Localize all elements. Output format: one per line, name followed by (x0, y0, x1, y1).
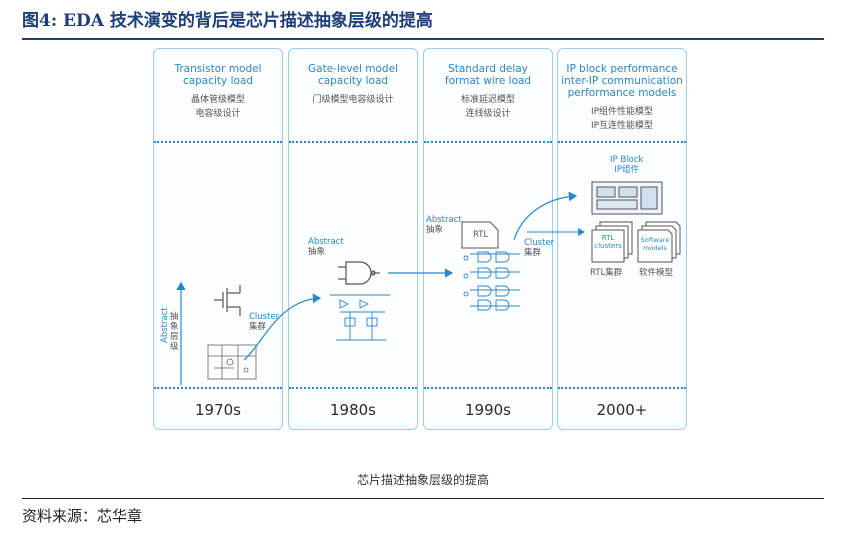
panel-subheading: 标准延迟模型 连线级设计 (424, 93, 552, 121)
heading-line: IP block performance (566, 63, 678, 75)
rtl-cluster-zh-label: RTL集群 (590, 268, 623, 278)
abstract-zh: 抽象 (308, 247, 326, 257)
gate-circuit-icon (330, 294, 390, 341)
bottom-rule (22, 498, 824, 499)
cluster-zh: 集群 (524, 248, 542, 258)
subheading-line: IP组件性能模型 (590, 107, 654, 117)
subheading-line: 晶体管级模型 (190, 95, 245, 105)
rtl-clusters-label: RTL clusters (591, 234, 625, 250)
panel-subheading: 门级模型电容级设计 (289, 93, 417, 107)
heading-line: capacity load (182, 75, 254, 87)
circuit-schematic-icon (207, 344, 257, 380)
cluster-zh: 集群 (249, 322, 267, 332)
divider-top (154, 141, 282, 143)
cluster-en: Cluster (524, 238, 555, 248)
subheading-line: 连线级设计 (465, 109, 511, 119)
cluster-en: Cluster (249, 312, 280, 322)
software-line: models (643, 244, 667, 252)
divider-bottom (154, 387, 282, 389)
panel-heading: Gate-level model capacity load (289, 63, 417, 87)
panel-heading: Standard delay format wire load (424, 63, 552, 87)
subheading-line: IP互连性能模型 (590, 121, 654, 131)
abstract-en: Abstract (308, 237, 344, 247)
transistor-icon (214, 285, 241, 316)
ip-block-icon (591, 181, 663, 215)
year-label: 1990s (465, 401, 511, 419)
cluster-label-1: Cluster 集群 (249, 312, 279, 332)
divider-top (424, 141, 552, 143)
panel-heading: Transistor model capacity load (154, 63, 282, 87)
top-rule (22, 38, 824, 40)
subheading-line: 电容级设计 (195, 109, 241, 119)
software-line: Software (640, 236, 670, 244)
software-zh-label: 软件模型 (639, 268, 674, 278)
subheading-line: 门级模型电容级设计 (312, 95, 394, 105)
cluster-arrow-1 (243, 293, 322, 361)
heading-line: capacity load (317, 75, 389, 87)
abstract-label-2: Abstract 抽象 (308, 237, 344, 257)
panel-subheading: 晶体管级模型 电容级设计 (154, 93, 282, 121)
heading-line: Transistor model (174, 63, 262, 75)
divider-bottom (424, 387, 552, 389)
divider-top (558, 141, 686, 143)
cluster-arrow-3 (513, 191, 578, 241)
gate-array-icon (463, 251, 520, 311)
cluster-label-3: Cluster 集群 (524, 238, 554, 258)
rtl-label: RTL (473, 230, 489, 240)
ip-block-label: IP Block IP组件 (610, 155, 643, 175)
subheading-line: 标准延迟模型 (460, 95, 515, 105)
panel-1980s: Gate-level model capacity load 门级模型电容级设计… (288, 48, 418, 430)
axis-label-zh: 抽象层级 (170, 312, 179, 352)
divider-top (289, 141, 417, 143)
abstract-label-3: Abstract 抽象 (426, 215, 462, 235)
abstract-zh: 抽象 (426, 225, 444, 235)
and-gate-icon (338, 261, 380, 285)
ipblock-zh: IP组件 (614, 165, 639, 175)
rtl-clusters-line: clusters (594, 242, 622, 250)
heading-line: format wire load (444, 75, 532, 87)
divider-bottom (289, 387, 417, 389)
ipblock-en: IP Block (610, 155, 644, 165)
abstract-en: Abstract (426, 215, 462, 225)
heading-line: performance models (567, 87, 677, 99)
heading-line: Standard delay (448, 63, 528, 75)
divider-bottom (558, 387, 686, 389)
software-models-stack (637, 221, 681, 263)
rtl-box (461, 221, 499, 249)
software-models-label: Software models (638, 236, 672, 252)
figure-caption: 芯片描述抽象层级的提高 (356, 473, 489, 487)
axis-label-en: Abstract (160, 307, 170, 343)
heading-line: inter-IP communication (561, 75, 683, 87)
rtl-clusters-stack (591, 221, 633, 263)
panel-subheading: IP组件性能模型 IP互连性能模型 (558, 105, 686, 133)
figure-title: 图4: EDA 技术演变的背后是芯片描述抽象层级的提高 (22, 11, 433, 31)
rtl-clusters-line: RTL (601, 234, 615, 242)
panel-1970s: Transistor model capacity load 晶体管级模型 电容… (153, 48, 283, 430)
heading-line: Gate-level model (308, 63, 398, 75)
year-label: 1980s (330, 401, 376, 419)
year-label: 2000+ (596, 401, 648, 419)
year-label: 1970s (195, 401, 241, 419)
source-note: 资料来源：芯华章 (22, 507, 143, 525)
panel-heading: IP block performance inter-IP communicat… (558, 63, 686, 99)
